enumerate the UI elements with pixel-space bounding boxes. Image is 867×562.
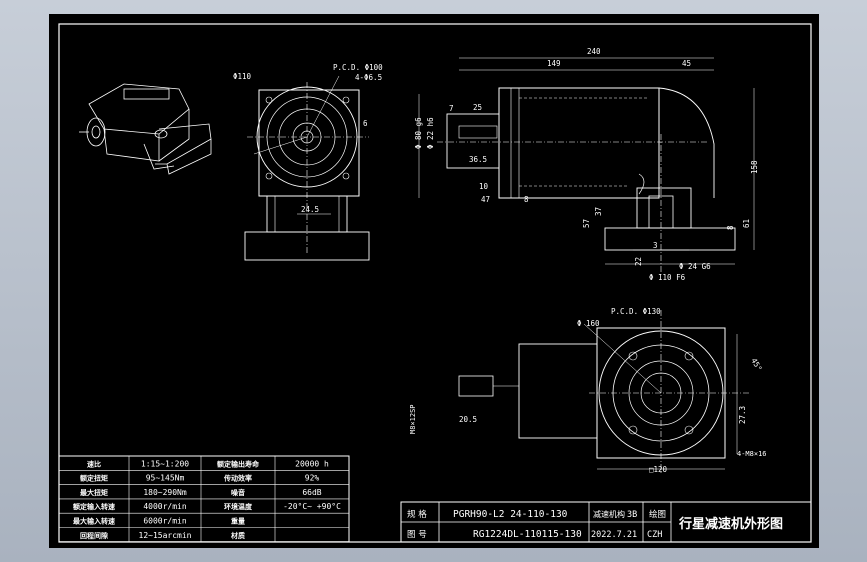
dim-47: 47 [481, 195, 490, 204]
dim-phi22: Φ 22 h6 [426, 117, 435, 149]
dim-149: 149 [547, 59, 561, 68]
isometric-view [79, 83, 212, 175]
tb-drawing-no: RG1224DL-110115-130 [473, 529, 582, 540]
spec-cell-r4-c2: 重量 [231, 516, 245, 525]
drawing-sheet: Φ110 P.C.D. Φ100 4-Φ6.5 6 24.5 240 149 4… [49, 14, 819, 548]
spec-cell-r2-c1: 180~290Nm [143, 488, 187, 497]
dim-m8x16: 4-M8×16 [737, 450, 767, 458]
dim-7: 7 [449, 104, 454, 113]
spec-cell-r2-c2: 噪音 [231, 488, 245, 497]
spec-table: 速比 1:15~1:200 额定输出寿命 20000 h 额定扭矩 95~145Nm 传动效… [58, 455, 350, 543]
spec-cell-r5-c1: 12~15arcmin [139, 531, 192, 540]
spec-cell-r4-c0: 最大输入转速 [73, 516, 115, 525]
dim-158: 158 [750, 160, 759, 174]
dim-57: 57 [582, 219, 591, 228]
dim-8b: 8 [726, 225, 735, 230]
dim-8: 8 [524, 195, 529, 204]
dim-36-5: 36.5 [469, 155, 487, 164]
spec-cell-r1-c0: 额定扭矩 [79, 474, 108, 483]
spec-cell-r0-c1: 1:15~1:200 [141, 459, 189, 468]
tb-date: 2022.7.21 [591, 530, 637, 540]
dim-phi24: Φ 24 G6 [679, 262, 711, 271]
tb-spec-label: 规 格 [407, 509, 427, 520]
spec-cell-r0-c3: 20000 h [295, 459, 329, 468]
spec-cell-r4-c1: 6000r/min [143, 516, 187, 525]
dim-25: 25 [473, 103, 482, 112]
spec-cell-r1-c2: 传动效率 [223, 474, 252, 483]
spec-cell-r2-c3: 66dB [302, 488, 321, 497]
dim-20-5: 20.5 [459, 415, 477, 424]
spec-cell-r2-c0: 最大扭矩 [80, 488, 108, 497]
tb-drawer-label: 绘图 [649, 509, 666, 520]
spec-cell-r5-c2: 材质 [230, 531, 245, 540]
tb-spec-value: PGRH90-L2 24-110-130 [453, 509, 568, 520]
cad-drawing: Φ110 P.C.D. Φ100 4-Φ6.5 6 24.5 240 149 4… [58, 23, 812, 543]
dim-phi160: Φ 160 [577, 319, 600, 328]
dim-22: 22 [634, 257, 643, 266]
dim-holes: 4-Φ6.5 [355, 73, 382, 82]
bottom-view: P.C.D. Φ130 Φ 160 45° □120 27.3 4-M8×16 … [409, 307, 767, 474]
spec-cell-r3-c0: 额定输入转速 [72, 502, 115, 511]
dim-m8x12: M8×12SP [409, 404, 417, 434]
dim-37: 37 [594, 207, 603, 216]
dim-27-3: 27.3 [738, 406, 747, 424]
dim-240: 240 [587, 47, 601, 56]
dim-24-5: 24.5 [301, 205, 319, 214]
dim-61: 61 [742, 219, 751, 228]
tb-drawer: CZH [647, 530, 662, 540]
tb-spec-sub: 减速机构 [593, 509, 625, 519]
drawing-title: 行星减速机外形图 [678, 516, 783, 532]
spec-cell-r3-c3: -20°C~ +90°C [283, 502, 341, 511]
spec-cell-r5-c0: 回程间隙 [80, 531, 108, 540]
dim-pcd100: P.C.D. Φ100 [333, 63, 383, 72]
spec-cell-r0-c2: 额定输出寿命 [216, 459, 260, 468]
dim-phi80: Φ 80 g6 [414, 117, 423, 149]
tb-drawing-no-label: 图 号 [407, 530, 427, 540]
side-view: 240 149 45 25 7 36.5 10 47 8 158 57 37 6… [414, 47, 759, 282]
front-view: Φ110 P.C.D. Φ100 4-Φ6.5 6 24.5 [233, 63, 383, 261]
dim-3: 3 [653, 241, 658, 250]
spec-cell-r1-c1: 95~145Nm [146, 474, 185, 483]
title-block: 规 格 PGRH90-L2 24-110-130 减速机构 3B 绘图 图 号 … [400, 501, 812, 543]
dim-side6: 6 [363, 119, 368, 128]
dim-45: 45 [682, 59, 691, 68]
spec-cell-r3-c2: 环境温度 [224, 502, 253, 511]
spec-cell-r3-c1: 4000r/min [143, 502, 187, 511]
dim-10: 10 [479, 182, 489, 191]
spec-cell-r0-c0: 速比 [87, 459, 101, 468]
dim-45deg: 45° [749, 357, 764, 373]
dim-phi110f6: Φ 110 F6 [649, 273, 686, 282]
dim-pcd130: P.C.D. Φ130 [611, 307, 661, 316]
spec-cell-r1-c3: 92% [305, 474, 320, 483]
dim-phi110: Φ110 [233, 72, 252, 81]
dim-sq120: □120 [649, 465, 668, 474]
tb-spec-sub2: 3B [627, 510, 637, 520]
